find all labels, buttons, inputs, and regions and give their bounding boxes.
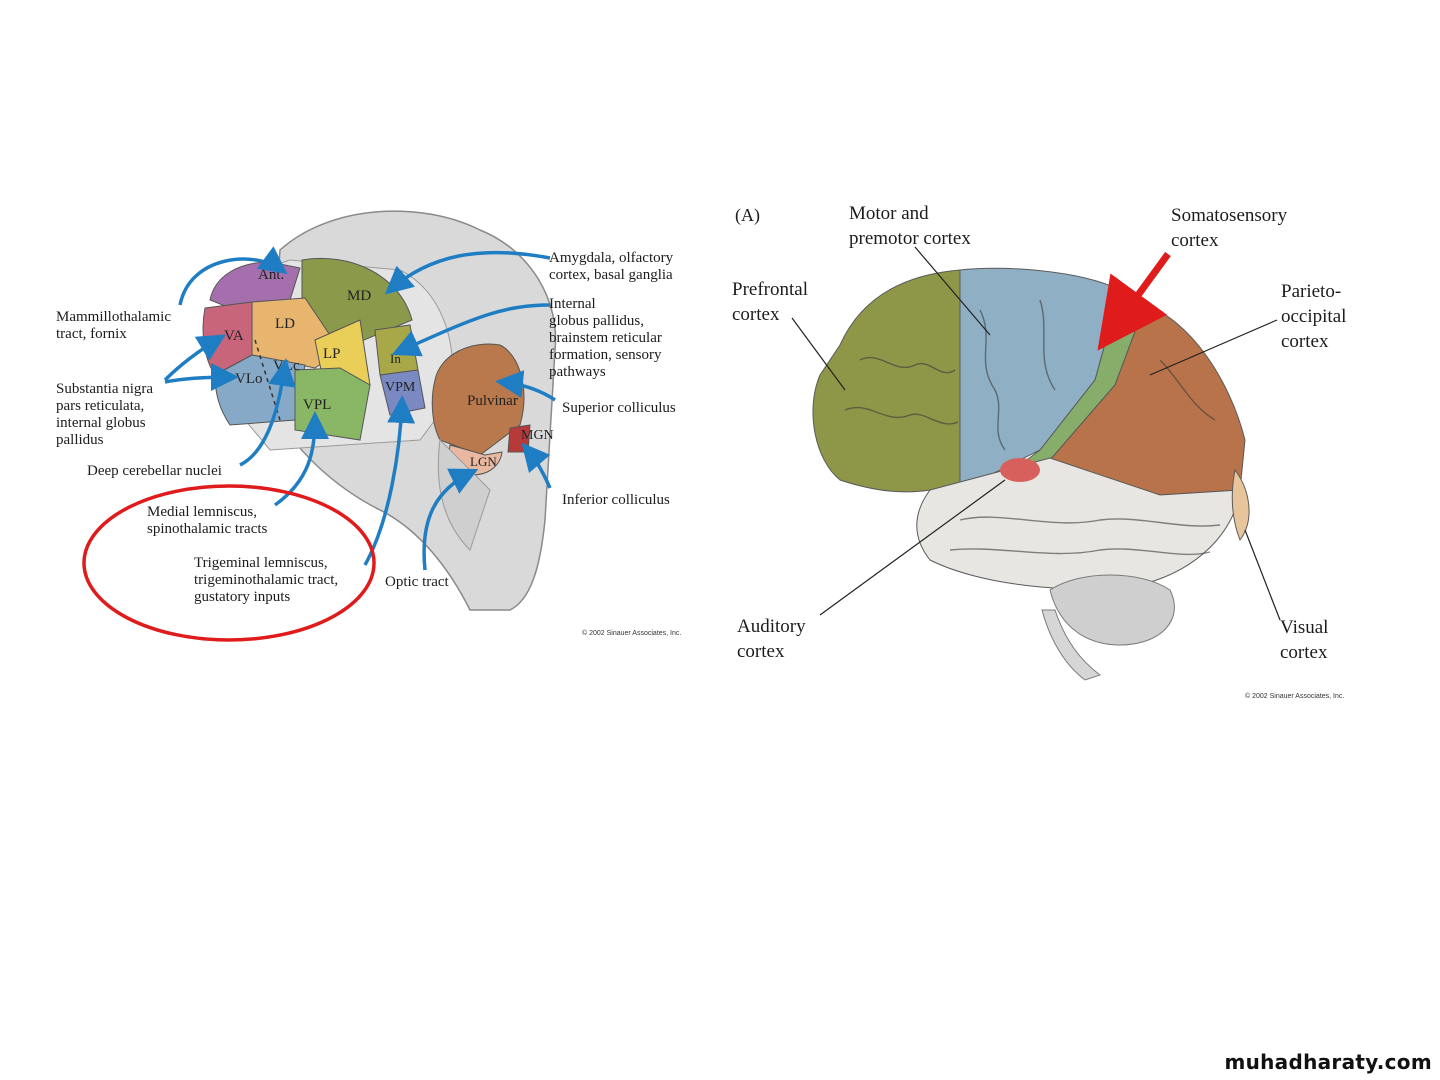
label-optic-tract: Optic tract xyxy=(385,574,450,590)
site-watermark: muhadharaty.com xyxy=(1224,1050,1432,1074)
leader-lines xyxy=(791,246,1281,621)
thalamus-copyright: © 2002 Sinauer Associates, Inc. xyxy=(582,629,681,637)
label-prefrontal: Prefrontal cortex xyxy=(732,279,813,325)
cortex-regions xyxy=(812,267,1250,681)
label-superior-colliculus: Superior colliculus xyxy=(562,400,676,416)
label-mgn: MGN xyxy=(521,428,554,443)
label-visual: Visual cortex xyxy=(1280,617,1333,663)
label-vlo: VLo xyxy=(235,371,263,387)
region-in xyxy=(374,324,419,376)
label-va: VA xyxy=(224,328,244,344)
label-somatosensory: Somatosensory cortex xyxy=(1171,205,1292,251)
label-lgn: LGN xyxy=(470,454,497,469)
label-auditory: Auditory cortex xyxy=(737,616,810,662)
sulci-lines xyxy=(844,299,1221,556)
region-md xyxy=(301,257,413,351)
somatosensory-arrow xyxy=(1097,251,1171,351)
label-mammillothalamic: Mammillothalamic tract, fornix xyxy=(56,309,175,342)
panel-label: (A) xyxy=(735,205,760,226)
highlight-circle xyxy=(82,484,376,642)
label-vpm: VPM xyxy=(385,380,416,395)
cerebellum xyxy=(1049,574,1175,646)
label-internal-gp: Internal globus pallidus, brainstem reti… xyxy=(549,296,666,380)
label-deep-cerebellar: Deep cerebellar nuclei xyxy=(87,463,222,479)
label-parieto-occipital: Parieto- occipital cortex xyxy=(1281,281,1351,352)
label-inferior-colliculus: Inferior colliculus xyxy=(562,492,670,508)
label-md: MD xyxy=(347,288,371,304)
label-vpl: VPL xyxy=(303,397,331,413)
input-arrows xyxy=(163,246,556,571)
label-motor: Motor and premotor cortex xyxy=(849,203,971,249)
brainstem xyxy=(1041,609,1102,681)
label-medial-lemniscus: Medial lemniscus, spinothalamic tracts xyxy=(147,504,268,537)
thalamus-diagram: Ant. MD LD VA VLc VLo LP VPL In VPM Pulv… xyxy=(40,190,720,660)
thalamus-svg: Ant. MD LD VA VLc VLo LP VPL In VPM Pulv… xyxy=(56,210,681,642)
region-auditory xyxy=(1000,458,1040,482)
label-substantia-nigra: Substantia nigra pars reticulata, intern… xyxy=(56,381,157,448)
cortex-diagram: (A) Motor and premotor cortex Somatosens… xyxy=(720,190,1420,710)
label-lp: LP xyxy=(323,346,341,362)
cortex-svg: (A) Motor and premotor cortex Somatosens… xyxy=(732,203,1351,700)
label-ld: LD xyxy=(275,316,295,332)
cortex-copyright: © 2002 Sinauer Associates, Inc. xyxy=(1245,692,1344,700)
label-pulvinar: Pulvinar xyxy=(467,393,518,409)
label-amygdala: Amygdala, olfactory cortex, basal gangli… xyxy=(549,250,677,283)
region-prefrontal xyxy=(812,269,961,493)
label-in: In xyxy=(390,351,401,366)
region-visual xyxy=(1231,468,1250,542)
label-trigeminal: Trigeminal lemniscus, trigeminothalamic … xyxy=(194,555,342,605)
